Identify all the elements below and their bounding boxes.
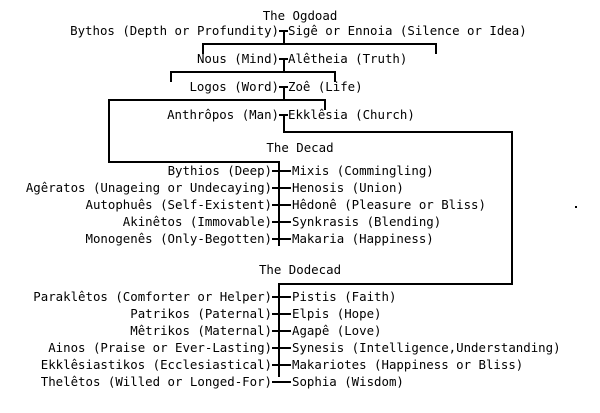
branch-stem-2: [283, 58, 285, 72]
aeon-left-akinetos: Akinêtos (Immovable): [122, 214, 272, 229]
dodecad-tick-left-2: [272, 313, 280, 315]
branch-drop-right-3: [324, 99, 326, 110]
section-title-decad: The Decad: [266, 140, 334, 155]
branch-drop-right-1: [435, 43, 437, 54]
decad-tick-left-5: [272, 238, 280, 240]
dodecad-tick-left-3: [272, 330, 280, 332]
decad-tick-left-1: [272, 170, 280, 172]
aeon-right-agape: Agapê (Love): [292, 323, 382, 338]
aeon-right-pistis: Pistis (Faith): [292, 289, 397, 304]
decad-tick-left-4: [272, 221, 280, 223]
dodecad-tick-right-4: [278, 347, 291, 349]
aeon-left-theletos: Thelêtos (Willed or Longed-For): [40, 374, 272, 389]
decad-tick-right-3: [278, 204, 291, 206]
aeon-left-monogenes: Monogenês (Only-Begotten): [85, 231, 273, 246]
aeon-right-synkrasis: Synkrasis (Blending): [292, 214, 442, 229]
branch-drop-right-2: [334, 71, 336, 82]
aeon-left-bythios: Bythios (Deep): [167, 163, 272, 178]
aeon-left-parakletos: Paraklêtos (Comforter or Helper): [33, 289, 272, 304]
aeon-right-zoe: Zoê (Life): [288, 79, 363, 94]
branch-stem-1: [283, 30, 285, 44]
dodecad-tick-right-2: [278, 313, 291, 315]
branch-stem-3: [283, 86, 285, 100]
section-title-ogdoad: The Ogdoad: [262, 8, 338, 23]
branch-bar-3: [108, 99, 326, 101]
dodecad-tick-left-5: [272, 364, 280, 366]
decad-route-bottom-horizontal: [108, 161, 280, 163]
branch-drop-left-1: [202, 43, 204, 54]
dodecad-tick-right-1: [278, 296, 291, 298]
dodecad-tick-left-4: [272, 347, 280, 349]
decad-tick-left-2: [272, 187, 280, 189]
aeon-left-anthropos: Anthrôpos (Man): [167, 107, 279, 122]
aeon-left-ageratos: Agêratos (Unageing or Undecaying): [25, 180, 272, 195]
decad-spine: [278, 161, 280, 246]
dodecad-tick-right-6: [278, 381, 291, 383]
aeon-left-logos: Logos (Word): [189, 79, 279, 94]
branch-bar-1: [202, 43, 437, 45]
aeon-left-ainos: Ainos (Praise or Ever-Lasting): [48, 340, 272, 355]
aeon-right-henosis: Henosis (Union): [292, 180, 404, 195]
aeon-left-patrikos: Patrikos (Paternal): [130, 306, 272, 321]
aeon-right-ekklesia: Ekklêsia (Church): [288, 107, 415, 122]
aeon-right-hedone: Hêdonê (Pleasure or Bliss): [292, 197, 486, 212]
aeon-left-bythos: Bythos (Depth or Profundity): [70, 23, 279, 38]
decad-tick-right-1: [278, 170, 291, 172]
section-title-dodecad: The Dodecad: [258, 262, 342, 277]
aeon-left-autophues: Autophuês (Self-Existent): [85, 197, 273, 212]
aeon-left-nous: Nous (Mind): [196, 51, 279, 66]
decad-tick-right-5: [278, 238, 291, 240]
dodecad-route-bottom-horizontal: [280, 283, 513, 285]
scan-speck: [575, 206, 577, 208]
dodecad-tick-left-1: [272, 296, 280, 298]
decad-route-left-vertical: [108, 99, 110, 163]
aeon-right-makaria: Makaria (Happiness): [292, 231, 434, 246]
dodecad-route-right-vertical: [511, 131, 513, 284]
branch-drop-left-2: [170, 71, 172, 82]
decad-tick-right-4: [278, 221, 291, 223]
aeon-right-makariotes: Makariotes (Happiness or Bliss): [292, 357, 524, 372]
dodecad-tick-right-5: [278, 364, 291, 366]
decad-tick-right-2: [278, 187, 291, 189]
aeon-right-sige: Sigê or Ennoia (Silence or Idea): [288, 23, 527, 38]
dodecad-tick-right-3: [278, 330, 291, 332]
dodecad-tick-left-6: [272, 381, 280, 383]
decad-tick-left-3: [272, 204, 280, 206]
aeon-left-metrikos: Mêtrikos (Maternal): [130, 323, 272, 338]
aeon-right-synesis: Synesis (Intelligence,Understanding): [292, 340, 561, 355]
aeon-right-elpis: Elpis (Hope): [292, 306, 382, 321]
aeon-right-aletheia: Alêtheia (Truth): [288, 51, 408, 66]
aeon-left-ekklesiastikos: Ekklêsiastikos (Ecclesiastical): [40, 357, 272, 372]
dodecad-route-top-horizontal: [283, 131, 513, 133]
aeon-right-mixis: Mixis (Commingling): [292, 163, 434, 178]
dodecad-route-stem: [283, 114, 285, 132]
aeon-right-sophia: Sophia (Wisdom): [292, 374, 404, 389]
branch-bar-2: [170, 71, 336, 73]
